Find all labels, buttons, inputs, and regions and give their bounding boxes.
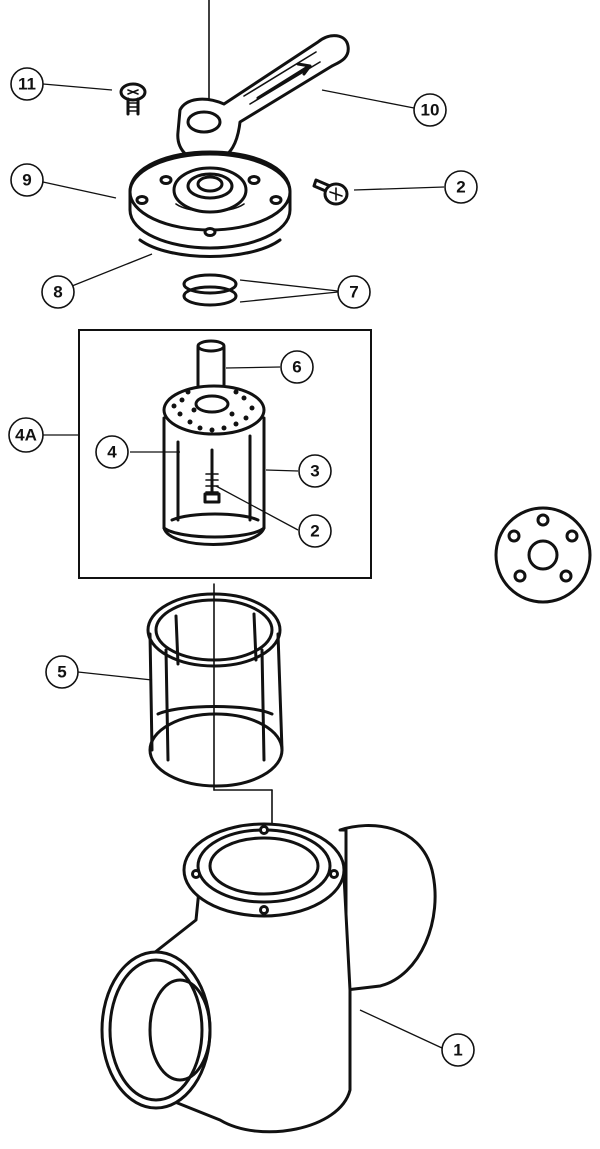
callout-4: 4 (95, 435, 129, 469)
strainer-5-part (146, 592, 284, 788)
screw-2-top-part (312, 178, 349, 206)
callout-6: 6 (280, 350, 314, 384)
callout-1: 1 (441, 1033, 475, 1067)
callout-3-label: 3 (310, 462, 319, 481)
valve-body-1-part (100, 822, 437, 1134)
callout-2-cartridge-label: 2 (310, 522, 319, 541)
callout-2-top-label: 2 (456, 178, 465, 197)
callout-9-label: 9 (22, 171, 31, 190)
callout-9: 9 (10, 163, 44, 197)
leader-lines (42, 83, 445, 1049)
handle-10-part (176, 34, 350, 164)
callout-10-label: 10 (421, 101, 440, 120)
callout-2-top: 2 (444, 170, 478, 204)
callout-4A-label: 4A (15, 426, 37, 445)
screw-11-part (119, 82, 147, 116)
callout-5-label: 5 (57, 663, 66, 682)
o-rings-7-part (182, 273, 238, 307)
callout-11: 11 (10, 67, 44, 101)
callout-6-label: 6 (292, 358, 301, 377)
cartridge-3-part (162, 339, 266, 546)
callout-8-label: 8 (53, 283, 62, 302)
callout-8: 8 (41, 275, 75, 309)
cartridge-assembly-box (78, 329, 372, 579)
callout-4A: 4A (8, 417, 44, 453)
callout-2-cartridge: 2 (298, 514, 332, 548)
o-ring-8-part (138, 238, 282, 258)
callout-10: 10 (413, 93, 447, 127)
callout-1-label: 1 (453, 1041, 462, 1060)
cover-9-part (128, 150, 292, 250)
callout-7-label: 7 (349, 283, 358, 302)
callout-3: 3 (298, 454, 332, 488)
end-cap-detail (494, 506, 592, 604)
callout-11-label: 11 (18, 75, 36, 94)
callout-4-label: 4 (107, 443, 117, 462)
callout-7: 7 (337, 275, 371, 309)
callout-5: 5 (45, 655, 79, 689)
